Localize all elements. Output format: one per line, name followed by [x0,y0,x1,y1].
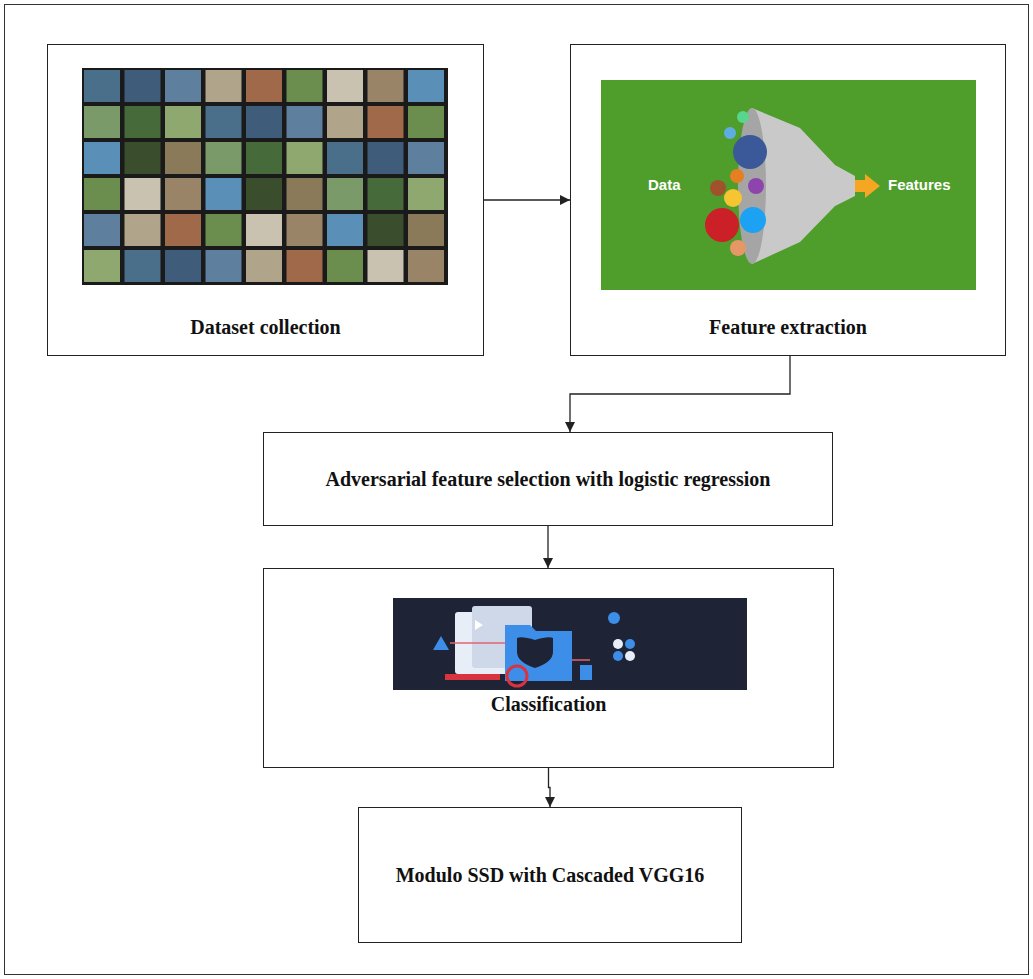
image-tile [206,142,242,174]
image-tile [327,106,363,138]
illustration-label: Features [888,176,951,193]
image-tile [287,142,323,174]
image-tile [165,178,201,210]
classification-box: Classification [263,568,834,768]
image-tile [408,70,444,102]
image-tile [84,214,120,246]
image-tile [287,106,323,138]
image-tile [125,178,161,210]
image-tile [327,214,363,246]
image-tile [327,250,363,282]
illustration-label: Data [648,176,681,193]
image-tile [165,70,201,102]
image-tile [165,214,201,246]
image-tile [327,142,363,174]
box-label: Classification [491,691,607,718]
image-tile [246,178,282,210]
box-label: Modulo SSD with Cascaded VGG16 [396,862,705,889]
image-tile [287,250,323,282]
image-tile [125,250,161,282]
box-label: Feature extraction [709,314,867,341]
flow-arrow [547,526,548,568]
dataset-box: Dataset collection [47,44,484,356]
image-tile [206,250,242,282]
image-tile [84,142,120,174]
image-tile [287,178,323,210]
image-tile [125,142,161,174]
image-tile [246,142,282,174]
image-tile [287,70,323,102]
image-tile [206,178,242,210]
selection-box: Adversarial feature selection with logis… [263,432,833,526]
classification-illustration [393,598,747,690]
feature-box: Feature extraction [570,44,1006,356]
image-tile [84,250,120,282]
outer-frame [5,5,1029,975]
box-label: Adversarial feature selection with logis… [326,466,771,493]
flow-arrow [549,768,551,807]
box-label: Dataset collection [190,314,341,341]
image-tile [206,214,242,246]
image-tile [165,142,201,174]
image-tile [408,178,444,210]
image-tile [368,142,404,174]
image-tile [125,70,161,102]
image-tile [246,70,282,102]
image-tile [84,106,120,138]
image-tile [125,214,161,246]
image-tile [246,250,282,282]
image-tile [246,214,282,246]
feature-funnel-illustration [601,80,976,290]
bird-image-grid [82,68,448,285]
image-tile [327,70,363,102]
image-tile [165,106,201,138]
image-tile [408,214,444,246]
image-tile [368,214,404,246]
flow-arrow [484,199,570,200]
model-box: Modulo SSD with Cascaded VGG16 [358,807,742,943]
image-tile [408,106,444,138]
image-tile [287,214,323,246]
image-tile [246,106,282,138]
image-tile [368,106,404,138]
image-tile [165,250,201,282]
image-tile [206,70,242,102]
image-tile [408,142,444,174]
image-tile [327,178,363,210]
image-tile [206,106,242,138]
image-tile [368,250,404,282]
image-tile [84,178,120,210]
image-tile [125,106,161,138]
image-tile [408,250,444,282]
image-tile [84,70,120,102]
flow-arrow [570,356,790,432]
image-tile [368,70,404,102]
image-tile [368,178,404,210]
